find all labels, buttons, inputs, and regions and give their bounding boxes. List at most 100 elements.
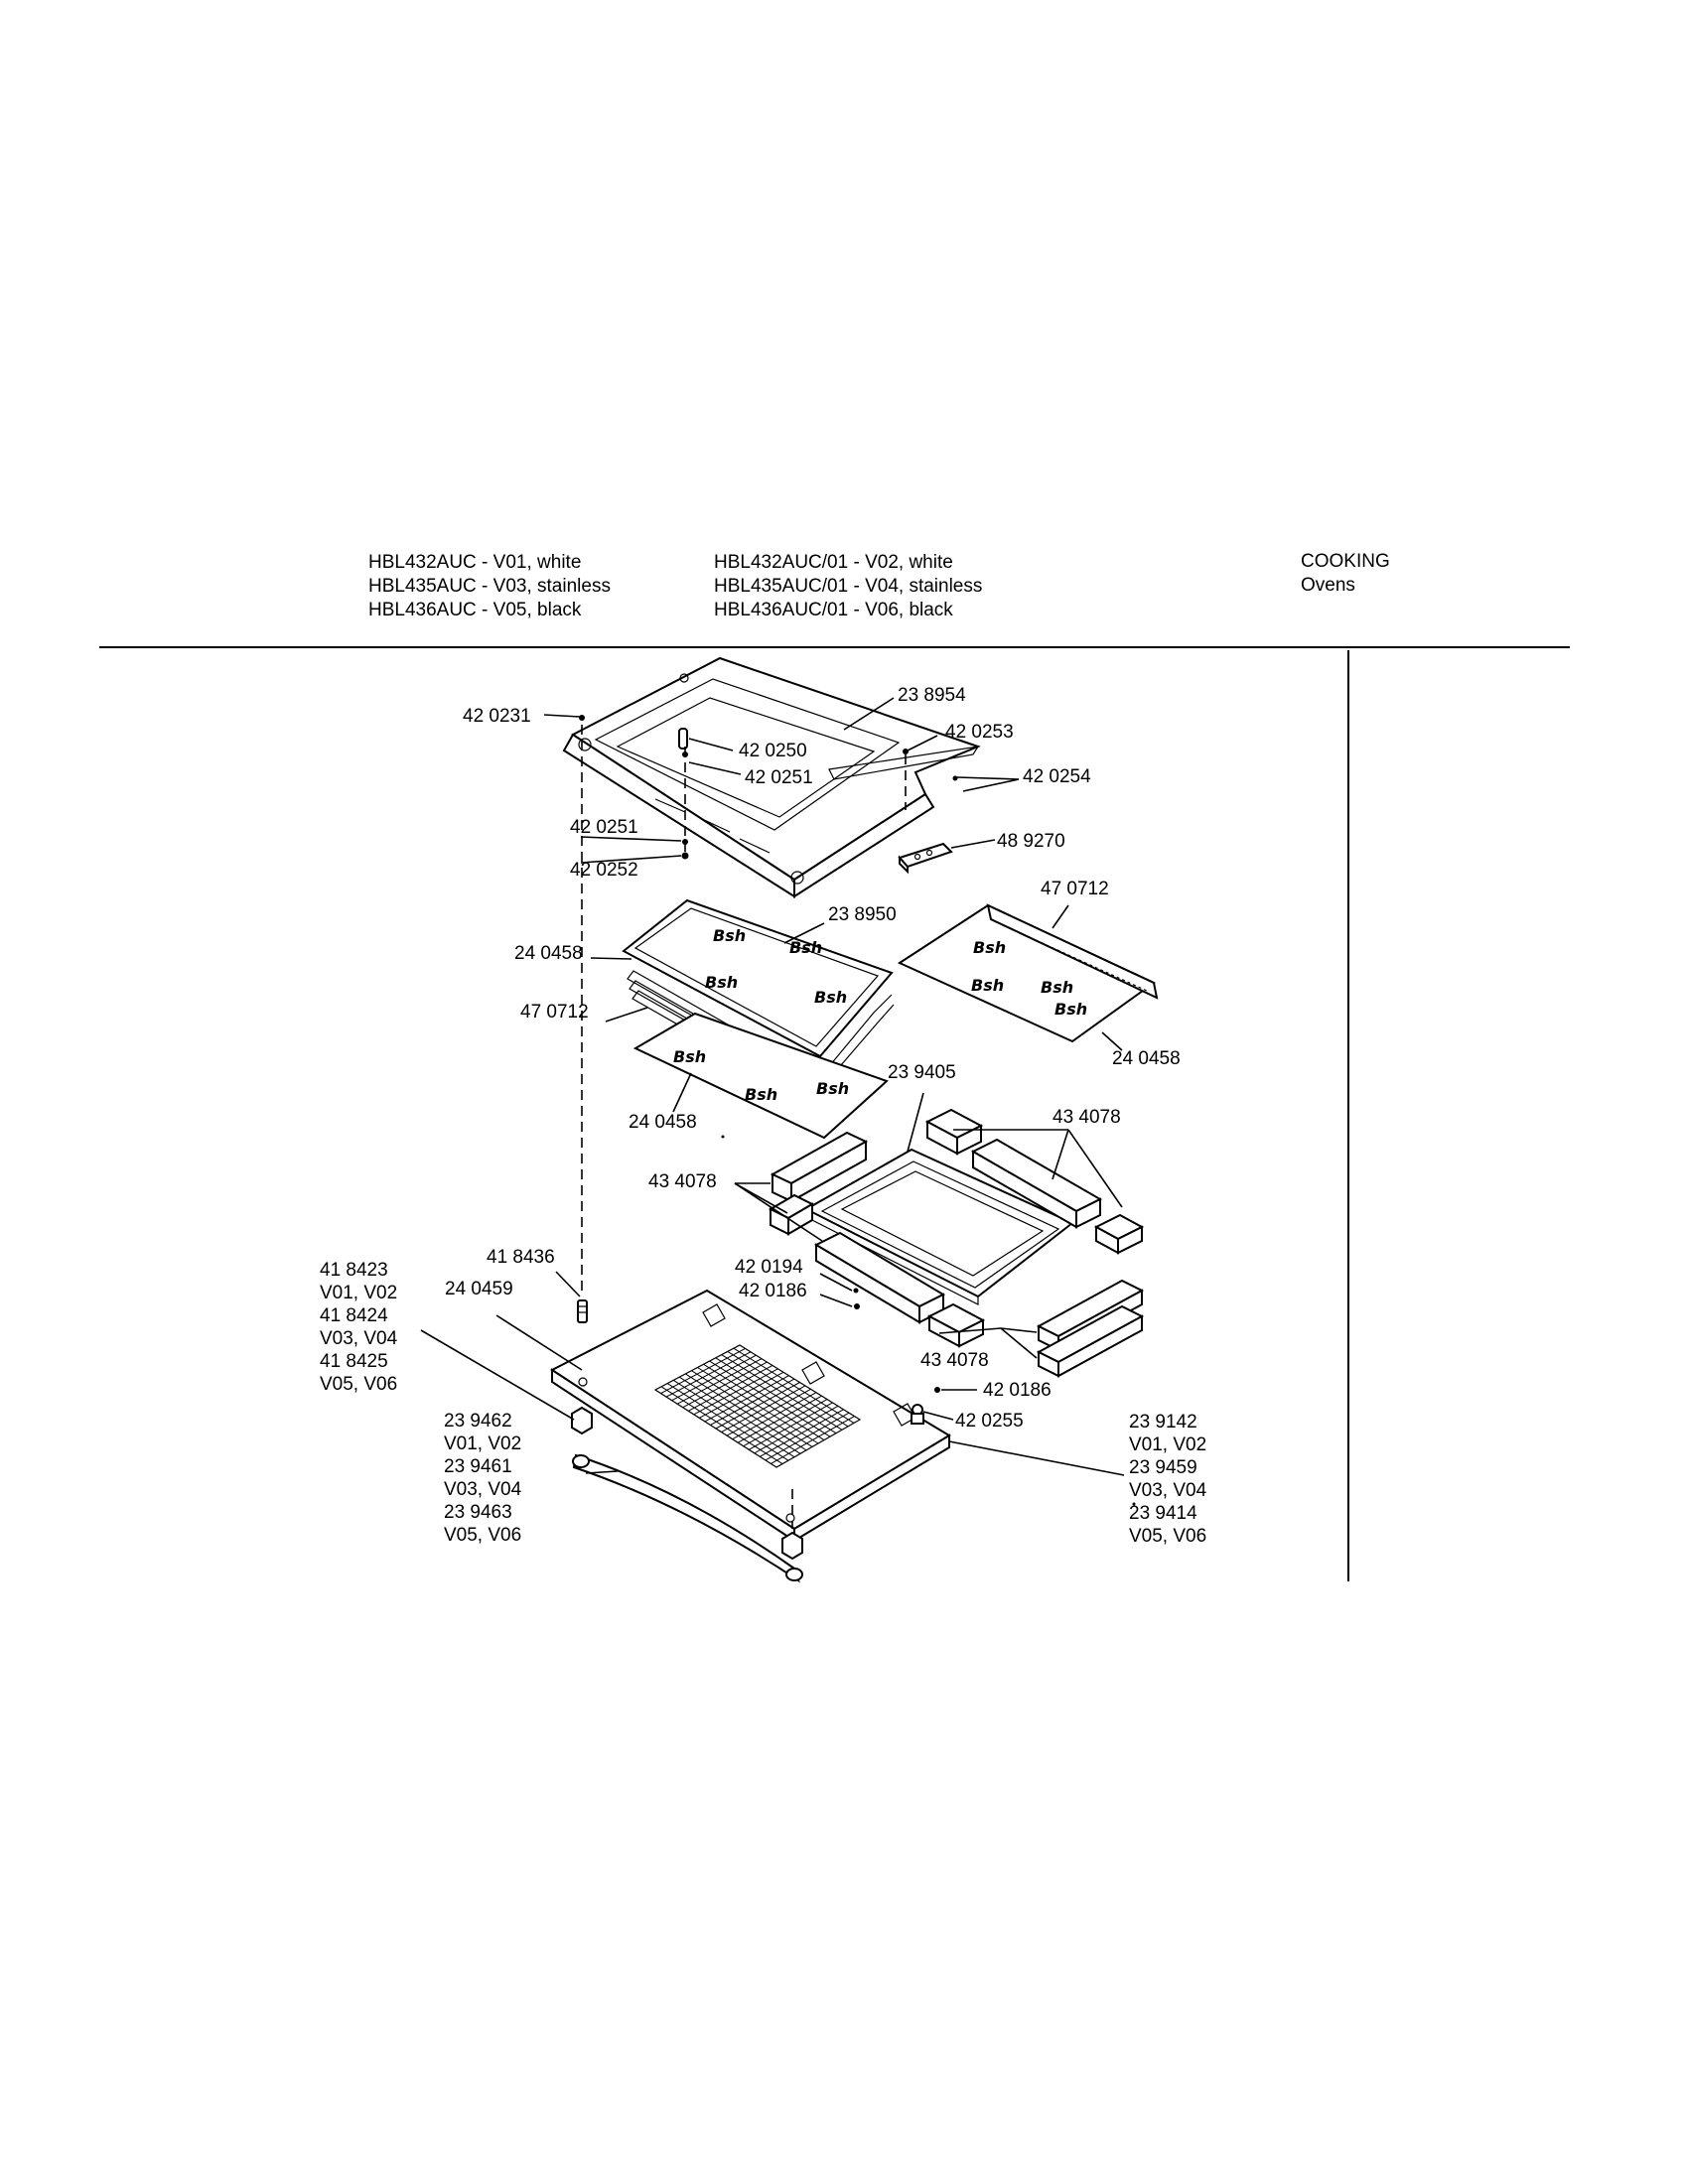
part-label: 23 8950 [828, 904, 897, 925]
glass-marking: Bsh [673, 1047, 706, 1066]
part-label: 24 0458 [514, 943, 583, 964]
margin-rule [1347, 650, 1349, 1581]
part-label: V01, V02 [320, 1283, 397, 1303]
model-line: HBL435AUC/01 - V04, stainless [714, 576, 983, 597]
insulation-blocks [768, 1108, 1145, 1378]
fastener-dot [682, 751, 688, 757]
part-label: 48 9270 [997, 831, 1065, 852]
part-label: 42 0253 [945, 722, 1014, 743]
part-label: 23 9414 [1129, 1503, 1197, 1524]
fastener-dot [952, 775, 958, 781]
part-label: 42 0250 [739, 741, 807, 761]
part-label: 41 8436 [487, 1247, 555, 1268]
vent-slot [709, 1360, 831, 1437]
glass-marking: Bsh [973, 938, 1006, 957]
label-group-418423: 41 8423 V01, V02 41 8424 V03, V04 41 842… [320, 1260, 398, 1395]
screw-418436 [577, 1299, 588, 1323]
vent-slot [715, 1357, 837, 1434]
glass-marking: Bsh [789, 938, 822, 957]
fastener-dot [682, 839, 688, 845]
part-label: V05, V06 [320, 1374, 397, 1395]
part-label: 23 8954 [898, 685, 966, 706]
door-handle-part [572, 1453, 803, 1583]
insulation-block [926, 1302, 986, 1348]
handle-end-cap-left [571, 1406, 593, 1435]
insulation-block [970, 1138, 1103, 1229]
fastener-dot [579, 715, 585, 721]
part-label: 23 9459 [1129, 1457, 1197, 1478]
part-label: V03, V04 [320, 1328, 398, 1349]
part-label: 41 8425 [320, 1351, 388, 1372]
vent-slot [666, 1383, 789, 1461]
label-group-239142: 23 9142 V01, V02 23 9459 V03, V04 23 941… [1129, 1412, 1207, 1547]
part-label: 47 0712 [520, 1002, 589, 1023]
fastener-dot [853, 1288, 859, 1294]
glass-sheet-lower: Bsh Bsh Bsh [632, 1012, 889, 1140]
part-label: 47 0712 [1041, 879, 1109, 899]
part-label: 42 0254 [1023, 766, 1091, 787]
insulation-block [1093, 1213, 1145, 1255]
label-group-239462: 23 9462 V01, V02 23 9461 V03, V04 23 946… [444, 1411, 522, 1546]
part-label: 42 0186 [983, 1380, 1052, 1401]
fastener-dot [721, 1135, 725, 1139]
glass-marking: Bsh [745, 1085, 777, 1104]
pin-420250 [678, 728, 688, 750]
part-label: 43 4078 [648, 1171, 717, 1192]
part-label: 23 9462 [444, 1411, 512, 1432]
vent-slot [660, 1386, 783, 1464]
glass-marking: Bsh [705, 973, 738, 992]
fastener-dot [903, 749, 909, 754]
part-labels: 42 0231 23 8954 42 0250 42 0251 42 0253 … [320, 685, 1207, 1547]
insulation-block [813, 1231, 946, 1324]
part-label: 23 9463 [444, 1502, 512, 1523]
part-label: 24 0458 [629, 1112, 697, 1133]
door-frame-part [562, 656, 981, 898]
part-label: 42 0194 [735, 1257, 803, 1278]
part-label: 43 4078 [920, 1350, 989, 1371]
fastener-dot [1132, 1502, 1136, 1506]
leader-lines [420, 697, 1125, 1476]
model-list-standard: HBL432AUC - V01, white HBL435AUC - V03, … [368, 551, 611, 622]
door-panel-part [550, 1289, 951, 1543]
part-label: 41 8423 [320, 1260, 388, 1281]
glass-sheet-right: Bsh Bsh Bsh Bsh [897, 903, 1159, 1043]
insulation-block [1036, 1304, 1145, 1378]
fastener-dot [854, 1303, 860, 1309]
part-label: 23 9142 [1129, 1412, 1197, 1433]
glass-marking: Bsh [971, 976, 1004, 995]
insulation-block [768, 1193, 815, 1236]
handle-end-cap-right [781, 1531, 803, 1561]
part-label: V01, V02 [1129, 1434, 1206, 1455]
glass-marking: Bsh [713, 926, 746, 945]
glass-marking: Bsh [816, 1079, 849, 1098]
vent-slot [679, 1376, 801, 1454]
vent-slot [672, 1379, 795, 1458]
vent-slot [721, 1354, 843, 1431]
glass-marking: Bsh [814, 988, 847, 1007]
subcategory-label: Ovens [1301, 575, 1355, 596]
vent-slot [703, 1363, 825, 1440]
part-label: 24 0459 [445, 1279, 513, 1299]
part-label: 23 9461 [444, 1456, 512, 1477]
part-label: 41 8424 [320, 1305, 388, 1326]
glass-marking: Bsh [1054, 1000, 1087, 1019]
part-label: 42 0251 [745, 767, 813, 788]
header-rule [99, 646, 1570, 648]
part-label: 43 4078 [1052, 1107, 1121, 1128]
model-line: HBL432AUC - V01, white [368, 552, 582, 573]
part-label: 42 0231 [463, 706, 531, 727]
part-label: 24 0458 [1112, 1048, 1181, 1069]
part-label: V03, V04 [444, 1479, 522, 1500]
model-list-01: HBL432AUC/01 - V02, white HBL435AUC/01 -… [714, 551, 982, 622]
category-label: COOKING [1301, 551, 1390, 572]
vent-slot [727, 1351, 849, 1428]
part-label: 42 0255 [955, 1411, 1024, 1432]
model-line: HBL432AUC/01 - V02, white [714, 552, 953, 573]
fastener-dot [681, 852, 689, 860]
part-label: V03, V04 [1129, 1480, 1207, 1501]
glass-marking: Bsh [1041, 978, 1073, 997]
model-line: HBL435AUC - V03, stainless [368, 576, 611, 597]
part-label: 42 0252 [570, 860, 638, 881]
clip-420255 [911, 1404, 924, 1425]
